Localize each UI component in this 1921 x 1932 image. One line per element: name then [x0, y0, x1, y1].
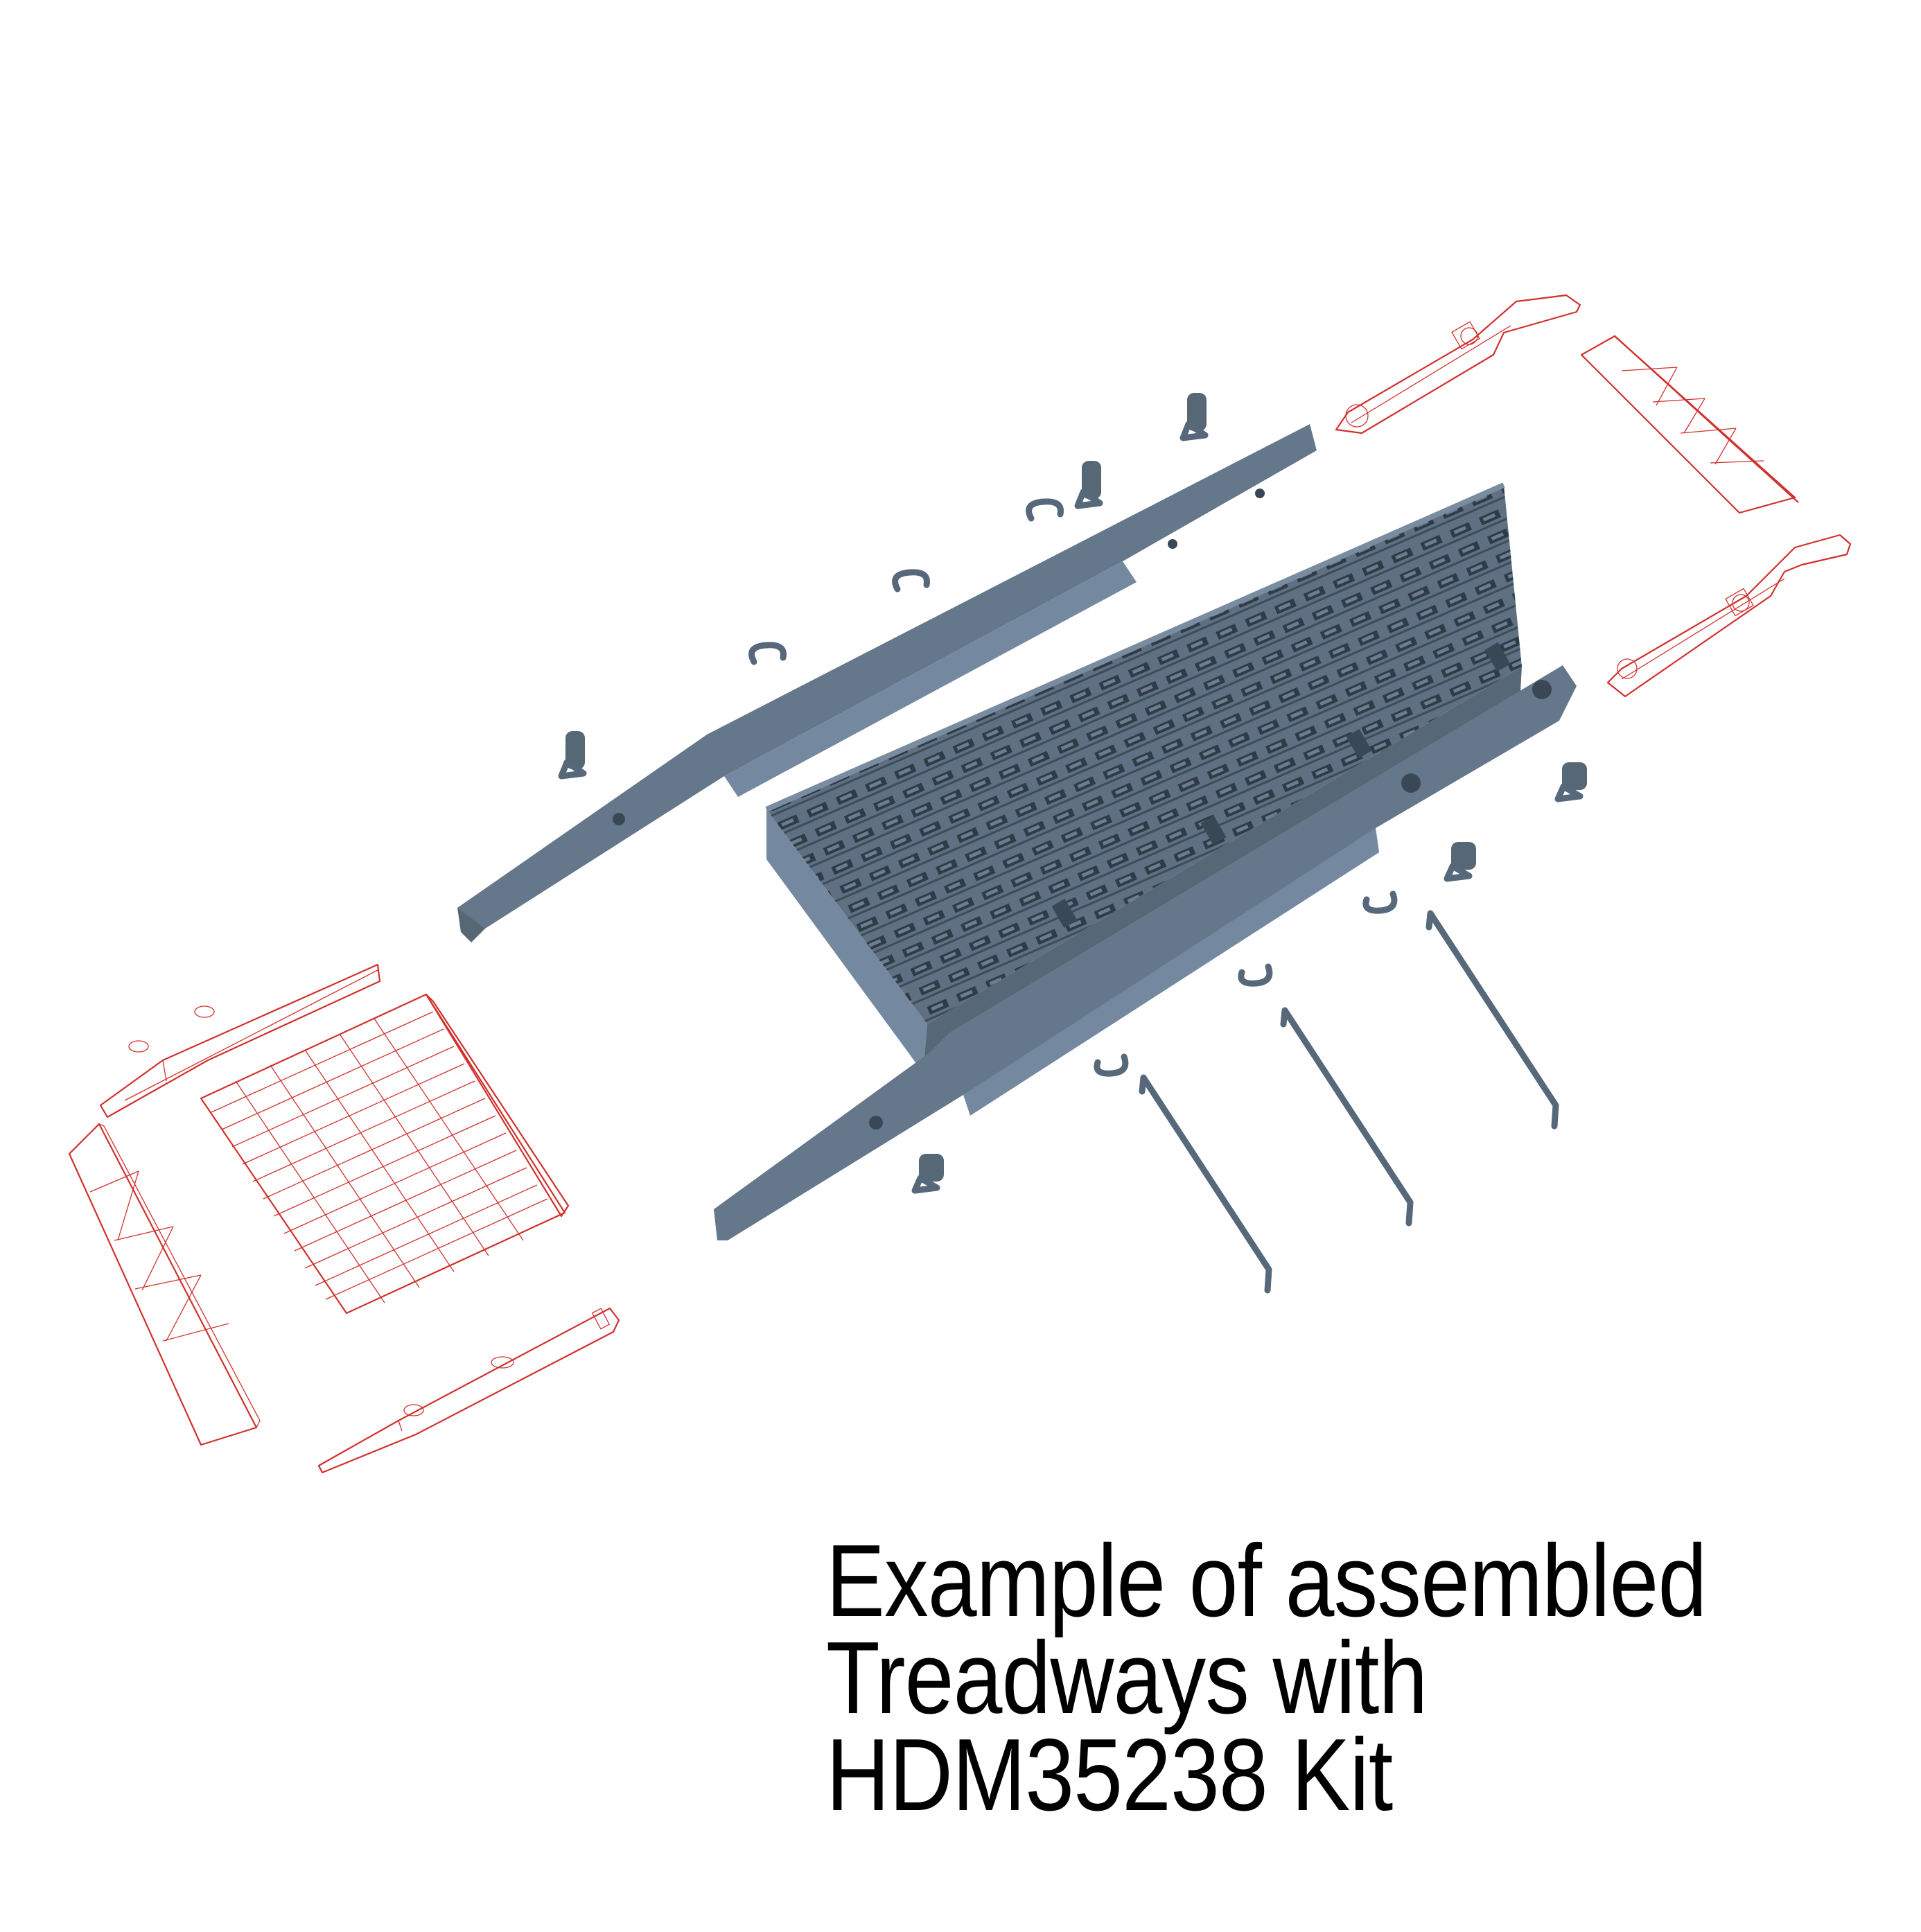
caption-line-1: Example of assembled: [826, 1524, 1707, 1638]
left-end-ramp-plate-top: [99, 963, 381, 1118]
lower-side-beam: [714, 665, 1577, 1240]
left-end-ramp-plate-bottom: [317, 1307, 620, 1474]
pin-clips: [558, 393, 1587, 1194]
caption: Example of assembled Treadways with HDM3…: [826, 1524, 1907, 1832]
bent-rods: [1139, 910, 1559, 1294]
right-end-ramp-plate-top: [1335, 294, 1581, 434]
u-shackles: [748, 498, 1398, 1077]
caption-line-2: Treadways with: [826, 1621, 1428, 1735]
upper-side-beam: [457, 424, 1317, 942]
right-end-cross-frame: [1580, 335, 1799, 514]
caption-line-3: HDM35238 Kit: [826, 1718, 1393, 1832]
left-end-cross-frame: [68, 1123, 261, 1446]
left-end-grate: [200, 993, 570, 1315]
right-end-ramp-plate-bottom: [1606, 534, 1852, 698]
